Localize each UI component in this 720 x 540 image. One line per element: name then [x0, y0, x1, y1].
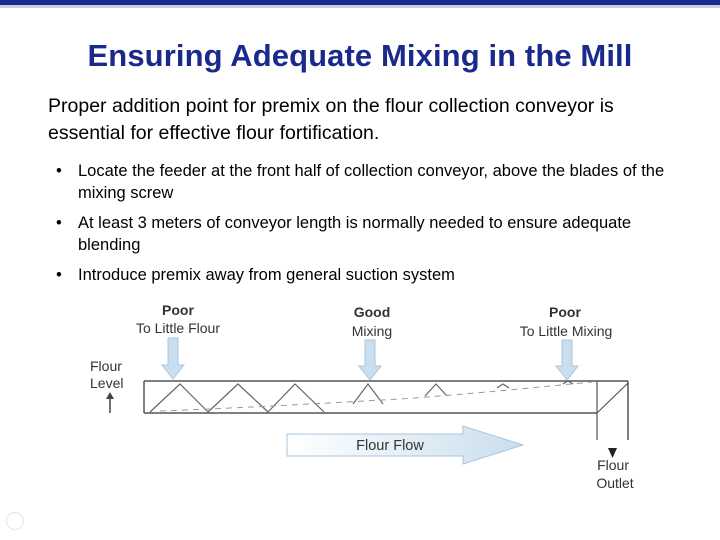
bullet-icon: •	[56, 266, 62, 284]
bullet-text: Locate the feeder at the front half of c…	[78, 162, 665, 202]
bullet-icon: •	[56, 162, 62, 180]
feed-point-1-note: To Little Flour	[136, 320, 220, 336]
bullet-item: • At least 3 meters of conveyor length i…	[56, 212, 696, 256]
feed-point-1-rating: Poor	[162, 302, 194, 318]
bullet-item: • Locate the feeder at the front half of…	[56, 160, 696, 204]
bullet-item: • Introduce premix away from general suc…	[56, 264, 696, 286]
header-bar	[0, 0, 720, 5]
feed-point-3-arrow-icon	[554, 339, 580, 381]
feed-point-3-rating: Poor	[549, 304, 581, 320]
watermark-icon	[6, 512, 24, 530]
flour-level-label: Flour Level	[90, 358, 126, 391]
intro-paragraph: Proper addition point for premix on the …	[48, 95, 614, 144]
flour-flow-arrow-icon	[286, 425, 525, 465]
feed-point-2-rating: Good	[354, 304, 391, 320]
feed-point-1-arrow-icon	[160, 337, 186, 380]
flour-surface-line	[159, 381, 593, 412]
mixing-screw-blades	[149, 380, 574, 413]
feed-point-2-arrow-icon	[357, 339, 383, 381]
flour-level-arrow-icon	[106, 392, 114, 413]
flour-outlet-label: Flour Outlet	[596, 457, 633, 491]
outlet-arrow-icon	[608, 448, 617, 458]
bullet-list: • Locate the feeder at the front half of…	[56, 160, 696, 286]
flour-flow-label: Flour Flow	[356, 438, 424, 454]
feed-point-3-note: To Little Mixing	[520, 323, 613, 339]
bullet-text: Introduce premix away from general sucti…	[78, 266, 455, 284]
slide-title: Ensuring Adequate Mixing in the Mill	[87, 38, 633, 73]
header-bar-accent	[0, 5, 720, 8]
conveyor-trough	[143, 380, 629, 440]
bullet-text: At least 3 meters of conveyor length is …	[78, 214, 632, 254]
feed-point-2-note: Mixing	[352, 323, 392, 339]
bullet-icon: •	[56, 214, 62, 232]
